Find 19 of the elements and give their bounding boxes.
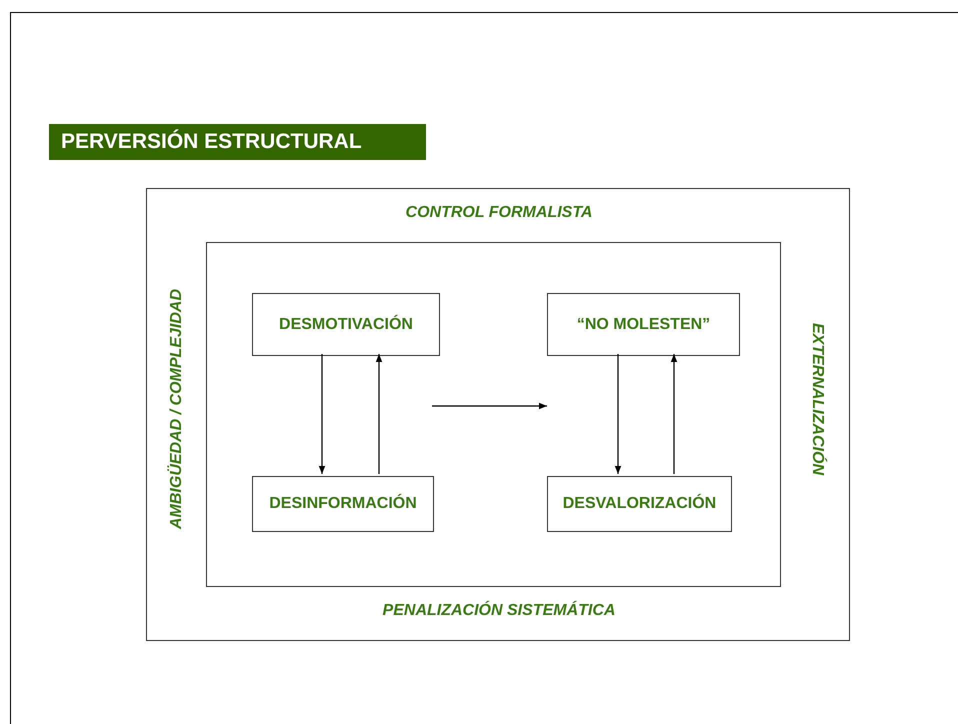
side-label: CONTROL FORMALISTA (406, 204, 592, 222)
outer-frame (146, 188, 850, 641)
concept-box (547, 293, 740, 356)
box-label: “NO MOLESTEN” (576, 314, 712, 334)
title-banner: PERVERSIÓN ESTRUCTURAL (49, 124, 426, 160)
concept-box (252, 293, 440, 356)
arrow (670, 354, 678, 474)
arrow (614, 354, 622, 474)
arrow (318, 354, 326, 474)
box-label: DESMOTIVACIÓN (278, 314, 414, 334)
side-label: EXTERNALIZACIÓN (808, 323, 826, 475)
box-label: DESVALORIZACIÓN (562, 492, 718, 514)
concept-box (252, 476, 434, 532)
side-label: AMBIGÜEDAD / COMPLEJIDAD (168, 289, 186, 529)
arrow (376, 354, 382, 474)
concept-box (547, 476, 732, 532)
inner-frame (206, 242, 781, 587)
side-label: PENALIZACIÓN SISTEMÁTICA (382, 602, 616, 620)
box-label: DESINFORMACIÓN (268, 492, 418, 514)
